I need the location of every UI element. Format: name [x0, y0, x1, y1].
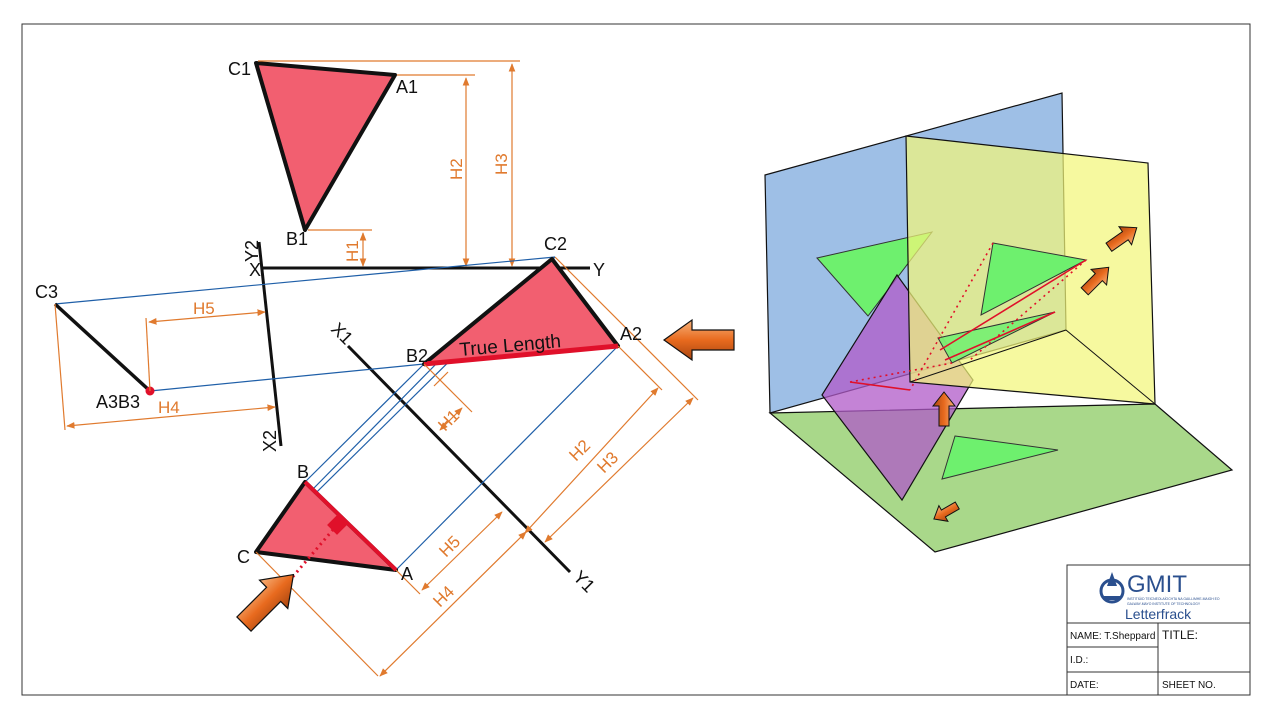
label-c1: C1 [228, 59, 251, 79]
pictorial-view [764, 92, 1234, 553]
label-c3: C3 [35, 282, 58, 302]
dim-h1-top: H1 [343, 240, 362, 262]
triangle-on-vertical-plane [816, 231, 934, 317]
orthographic-drawing: C1 A1 B1 C2 A2 B2 C3 A3B3 A B C X Y X1 Y… [35, 59, 735, 677]
label-x: X [249, 260, 261, 280]
svg-text:INSTITIÚID TEICNEOLAÍOCHTA NA: INSTITIÚID TEICNEOLAÍOCHTA NA GAILLIMHE-… [1127, 596, 1220, 601]
campus-name: Letterfrack [1125, 606, 1192, 622]
view-arrow-3d-1-icon [1105, 226, 1138, 252]
label-b1: B1 [286, 229, 308, 249]
view-arrow-3d-4-icon [933, 501, 960, 522]
triangle-abc [254, 480, 398, 572]
sheet-field: SHEET NO. [1162, 680, 1216, 691]
view-arrow-bottom-icon [236, 573, 295, 632]
label-y2: Y2 [242, 240, 262, 262]
dim-h4-left: H4 [158, 398, 180, 417]
label-x2: X2 [260, 430, 280, 452]
view-arrow-3d-3-icon [931, 391, 957, 427]
dim-h2-right: H2 [565, 436, 594, 465]
triangle-on-profile-plane [980, 242, 1088, 316]
name-field: NAME: T.Sheppard [1070, 631, 1155, 642]
sheet-border [21, 23, 1251, 696]
dim-h4-bottom: H4 [429, 582, 458, 611]
dim-h5-bottom: H5 [435, 532, 464, 561]
extension-lines-top [258, 60, 520, 267]
plane-edge [909, 329, 1067, 383]
label-y1: Y1 [569, 567, 599, 597]
red-projectors [849, 242, 1087, 391]
title-field: TITLE: [1162, 628, 1198, 642]
svg-text:GMIT: GMIT [1127, 571, 1187, 598]
horizontal-plane [768, 403, 1234, 553]
dim-h5-left: H5 [193, 299, 215, 318]
date-field: DATE: [1070, 680, 1099, 691]
view-arrow-right-icon [662, 318, 735, 362]
label-c: C [237, 547, 250, 567]
view-arrow-3d-2-icon [1080, 266, 1110, 296]
label-a3b3: A3B3 [96, 392, 140, 412]
x2y2-line [257, 241, 283, 447]
label-x1: X1 [327, 319, 357, 349]
label-a2: A2 [620, 324, 642, 344]
edge-view-c3 [53, 302, 152, 393]
triangle-on-horizontal-plane [941, 435, 1059, 480]
gmit-logo-icon: GMIT INSTITIÚID TEICNEOLAÍOCHTA NA GAILL… [1099, 571, 1220, 606]
label-y: Y [593, 260, 605, 280]
extension-lines-left [54, 256, 699, 677]
dotted-projector [288, 524, 339, 581]
label-a1: A1 [396, 77, 418, 97]
label-c2: C2 [544, 234, 567, 254]
triangle-c1a1b1 [254, 61, 397, 232]
id-field: I.D.: [1070, 655, 1088, 666]
label-b2: B2 [406, 346, 428, 366]
x1y1-line [346, 344, 572, 574]
label-a: A [401, 564, 413, 584]
dim-h3-top: H3 [492, 153, 511, 175]
svg-text:GALWAY-MAYO INSTITUTE OF TECHN: GALWAY-MAYO INSTITUTE OF TECHNOLOGY [1127, 602, 1201, 606]
dim-h2-top: H2 [447, 158, 466, 180]
true-length-edge [423, 343, 619, 367]
dim-h3-right: H3 [593, 448, 622, 477]
label-b: B [297, 462, 309, 482]
plane-edge-2 [1065, 329, 1156, 405]
title-block: GMIT INSTITIÚID TEICNEOLAÍOCHTA NA GAILL… [1066, 564, 1251, 696]
